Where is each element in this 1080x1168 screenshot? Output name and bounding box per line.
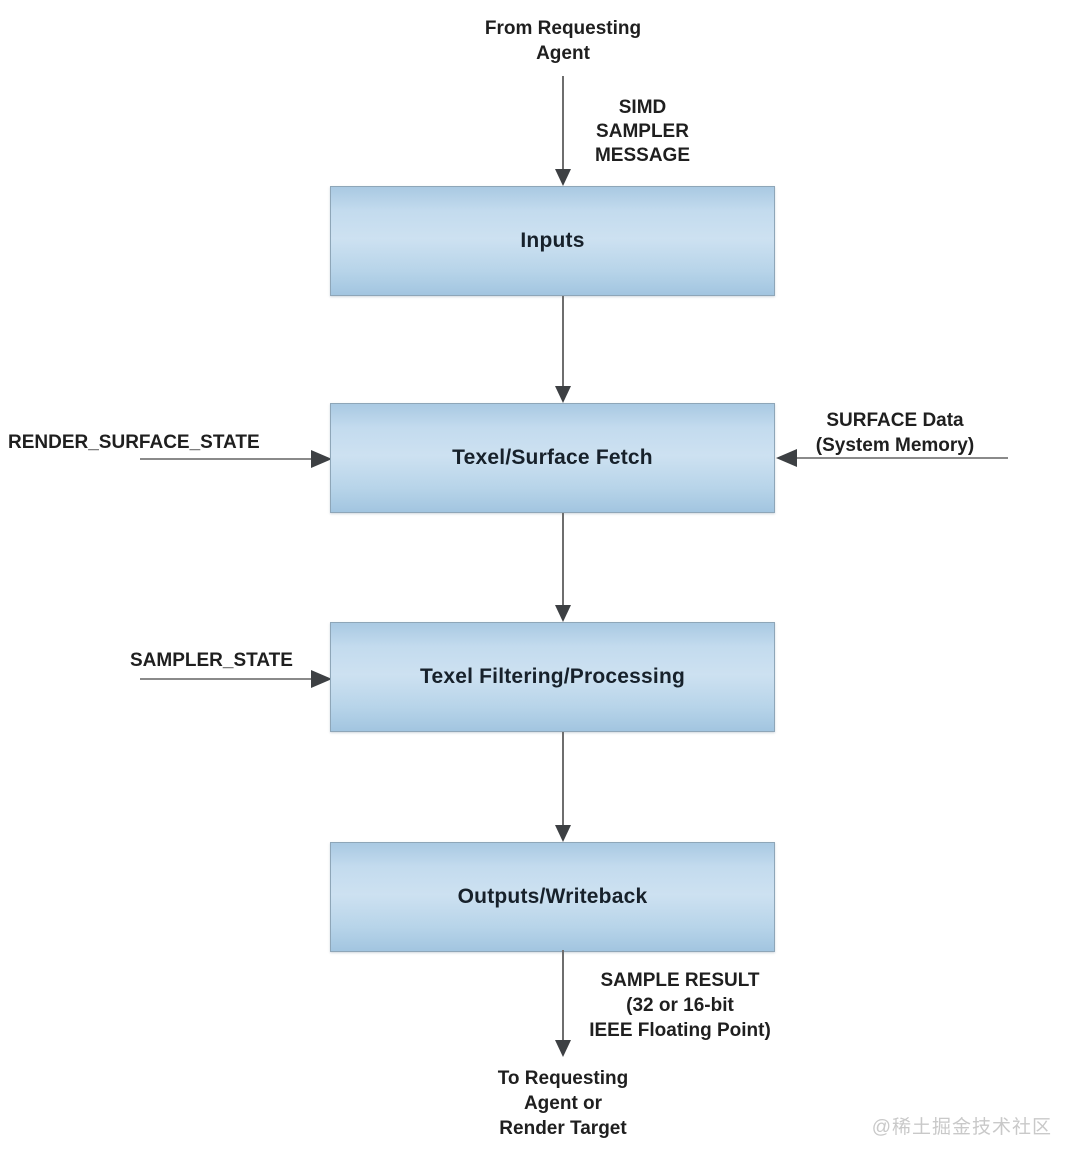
node-texel-surface-fetch: Texel/Surface Fetch — [330, 403, 775, 513]
arrow-down-icon — [555, 1040, 571, 1057]
from-requesting-agent-label: From Requesting Agent — [484, 18, 642, 64]
node-inputs: Inputs — [330, 186, 775, 296]
node-texel-filtering-processing: Texel Filtering/Processing — [330, 622, 775, 732]
arrow-filtering-to-outputs-line — [562, 732, 564, 827]
surface-data-label: SURFACE Data (System Memory) — [815, 410, 975, 456]
watermark: @稀土掘金技术社区 — [871, 1117, 1052, 1138]
node-outputs-writeback-label: Outputs/Writeback — [457, 885, 648, 908]
arrow-sampler-state-line — [140, 678, 312, 680]
node-texel-surface-fetch-label: Texel/Surface Fetch — [452, 446, 653, 469]
sample-result-label: SAMPLE RESULT (32 or 16-bit IEEE Floatin… — [589, 970, 771, 1041]
to-requesting-agent-label: To Requesting Agent or Render Target — [497, 1068, 629, 1139]
arrow-down-icon — [555, 169, 571, 186]
simd-sampler-message-label: SIMD SAMPLER MESSAGE — [594, 97, 691, 166]
render-surface-state-label: RENDER_SURFACE_STATE — [8, 432, 260, 453]
arrow-outputs-to-target-line — [562, 950, 564, 1042]
node-inputs-label: Inputs — [520, 229, 585, 252]
arrow-agent-to-inputs-line — [562, 76, 564, 172]
arrow-left-icon — [776, 449, 797, 467]
arrow-surface-data-line — [796, 457, 1008, 459]
arrow-right-icon — [311, 450, 332, 468]
arrow-inputs-to-fetch-line — [562, 296, 564, 389]
node-outputs-writeback: Outputs/Writeback — [330, 842, 775, 952]
arrow-down-icon — [555, 825, 571, 842]
sampler-state-label: SAMPLER_STATE — [130, 650, 293, 671]
arrow-down-icon — [555, 605, 571, 622]
arrow-render-surface-state-line — [140, 458, 312, 460]
node-texel-filtering-processing-label: Texel Filtering/Processing — [419, 665, 686, 688]
arrow-down-icon — [555, 386, 571, 403]
arrow-fetch-to-filtering-line — [562, 513, 564, 607]
arrow-right-icon — [311, 670, 332, 688]
